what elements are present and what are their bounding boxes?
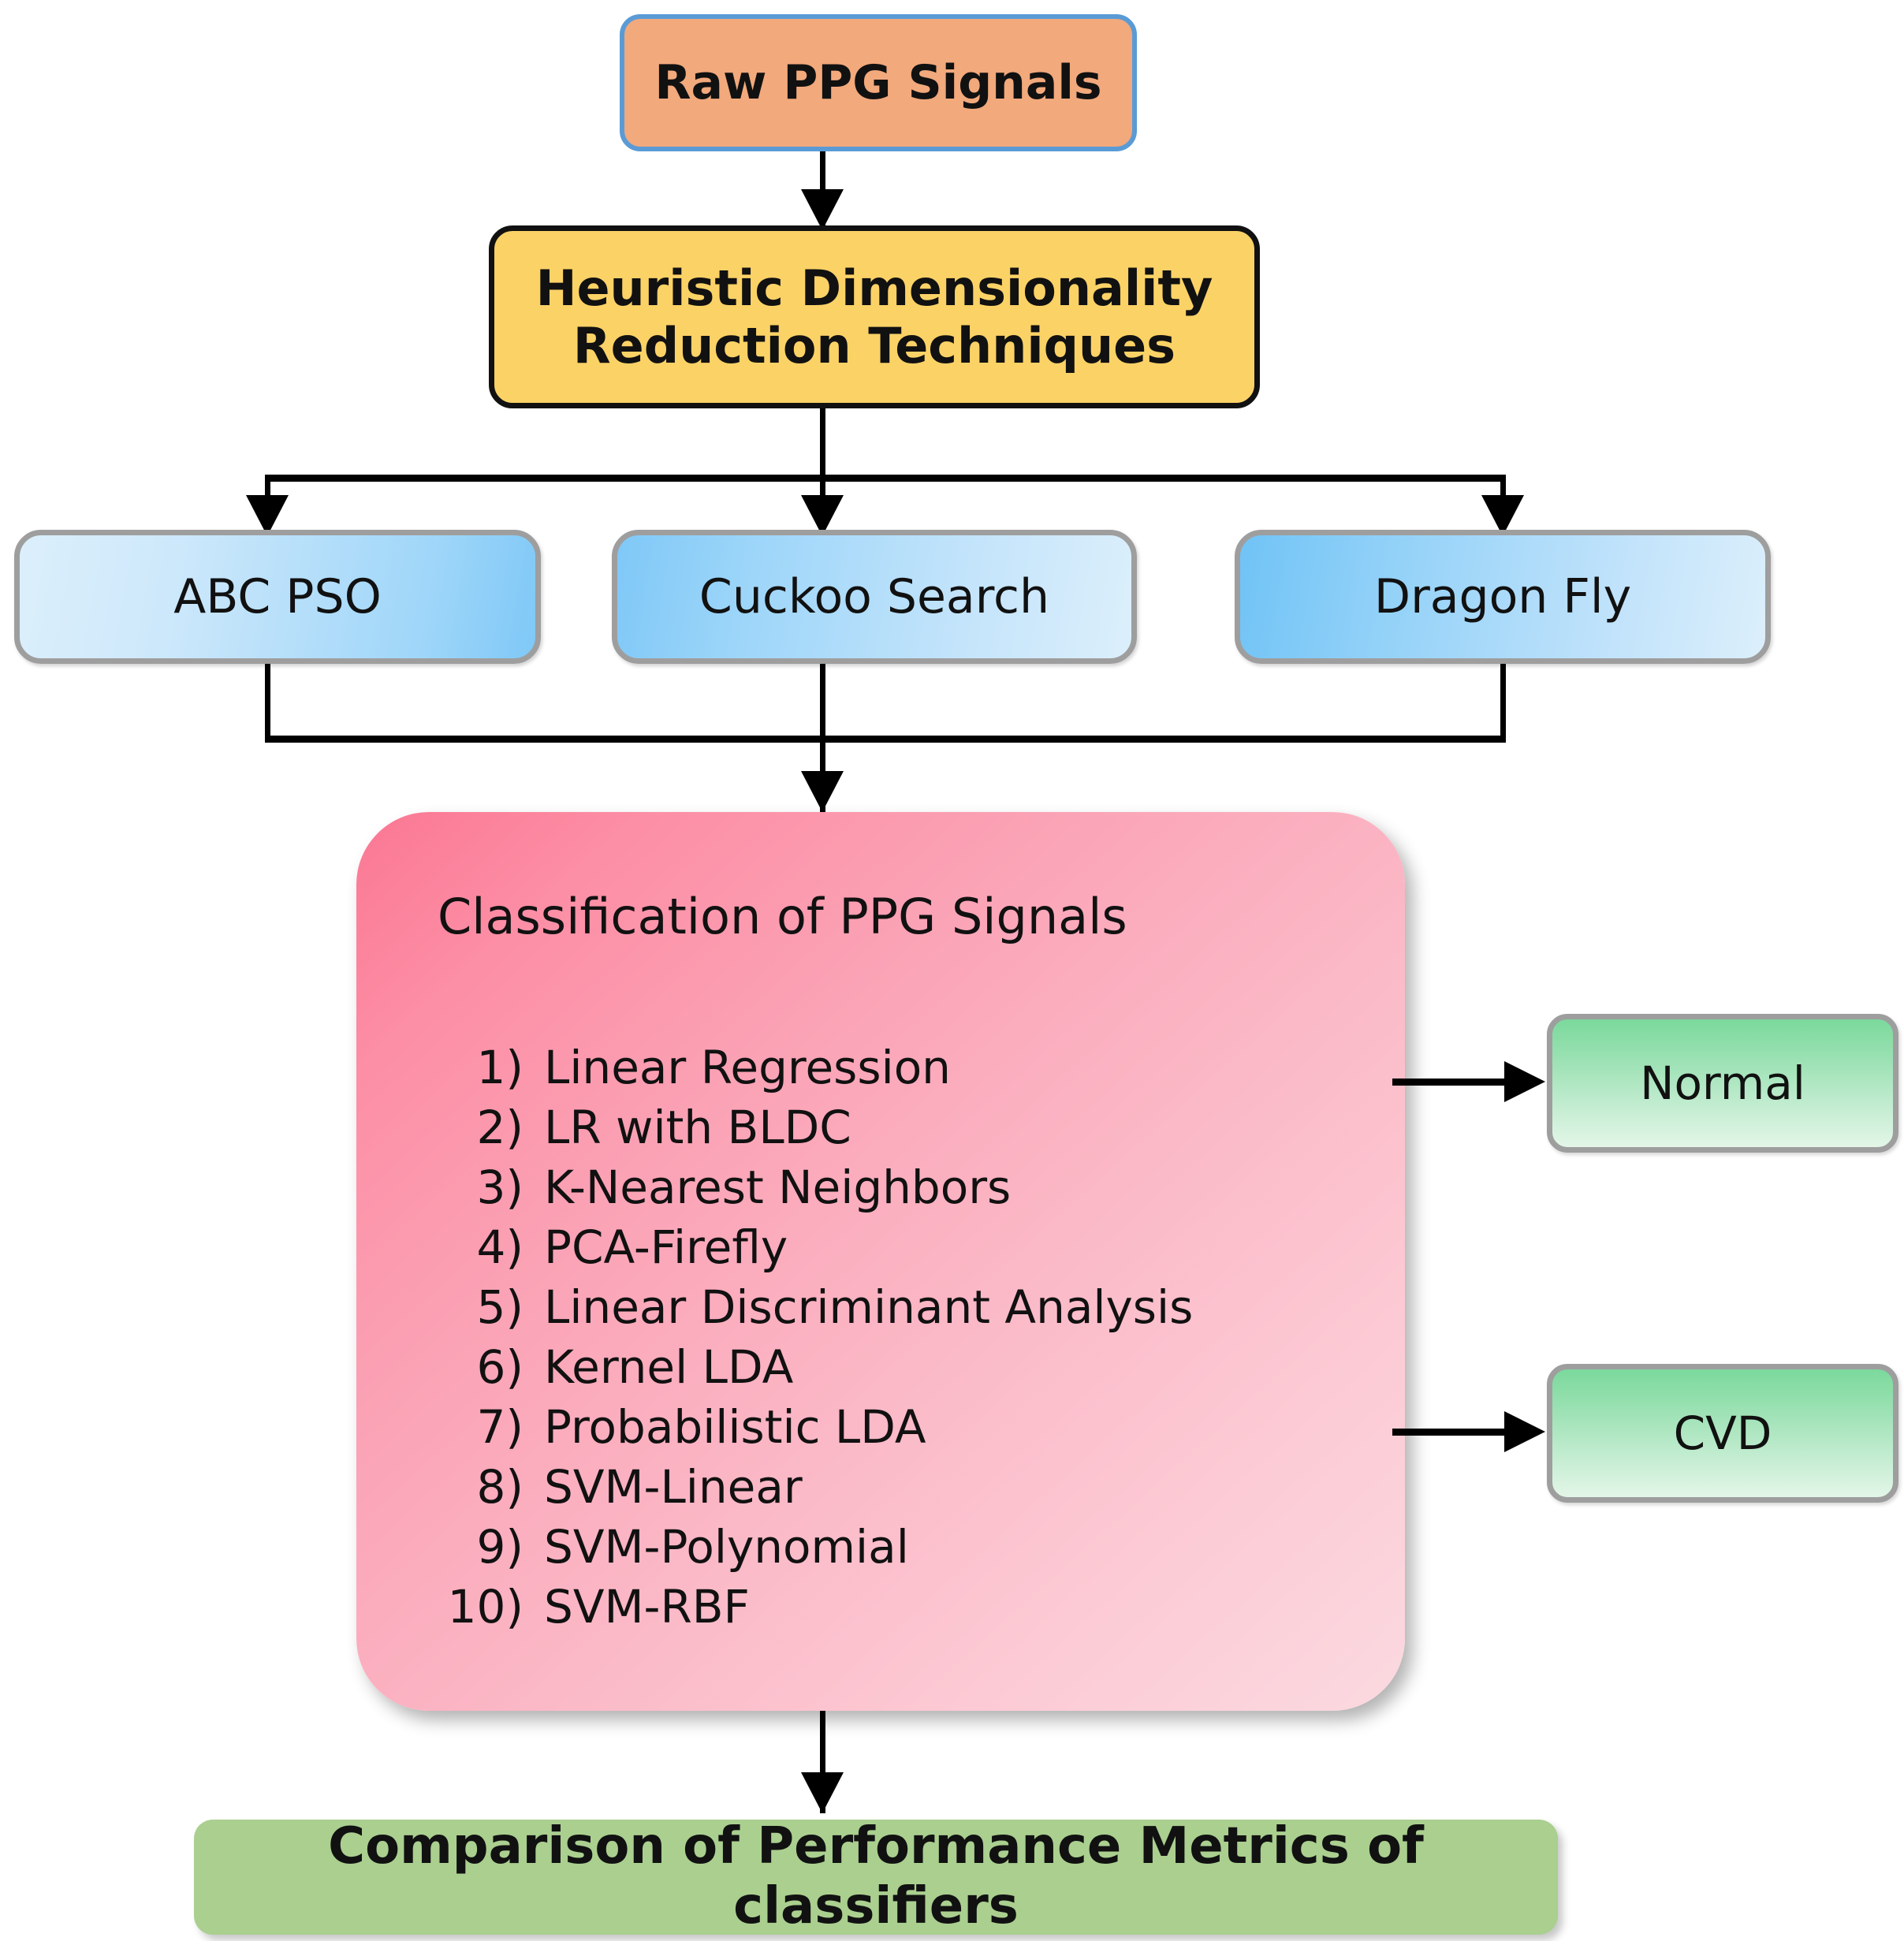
list-item-label: Probabilistic LDA xyxy=(544,1400,926,1454)
node-cuckoo-search[interactable]: Cuckoo Search xyxy=(612,530,1137,664)
list-item: 6) Kernel LDA xyxy=(356,1340,1405,1400)
connector-branch-arrowhead-left xyxy=(246,495,289,536)
connector-merge-bar xyxy=(265,736,1506,743)
connector-classification-to-cvd-line xyxy=(1392,1429,1509,1436)
connector-classification-to-comparison-line xyxy=(820,1711,825,1813)
node-cuckoo-search-label: Cuckoo Search xyxy=(699,568,1050,624)
list-item-label: PCA-Firefly xyxy=(544,1220,788,1274)
list-item-number: 1) xyxy=(476,1041,524,1094)
node-dragon-fly-label: Dragon Fly xyxy=(1373,568,1632,624)
connector-merge-riser-left xyxy=(265,664,270,743)
connector-branch-arrowhead-center xyxy=(801,495,844,536)
connector-classification-to-normal-line xyxy=(1392,1079,1509,1086)
list-item: 2) LR with BLDC xyxy=(356,1101,1405,1161)
connector-classification-to-cvd-arrowhead xyxy=(1504,1411,1545,1452)
connector-classification-to-comparison-arrowhead xyxy=(801,1772,844,1813)
node-heuristic-dimensionality-reduction[interactable]: Heuristic Dimensionality Reduction Techn… xyxy=(489,225,1260,408)
list-item-label: SVM-RBF xyxy=(544,1580,750,1634)
connector-raw-to-heuristic-arrowhead xyxy=(801,189,844,230)
connector-merge-riser-center xyxy=(820,664,825,743)
list-item-label: K-Nearest Neighbors xyxy=(544,1161,1012,1214)
list-item-label: Linear Discriminant Analysis xyxy=(544,1280,1194,1334)
node-outcome-normal-label: Normal xyxy=(1640,1056,1805,1110)
list-item-number: 8) xyxy=(476,1460,524,1514)
list-item-label: Kernel LDA xyxy=(544,1340,794,1394)
node-comparison-of-performance-metrics[interactable]: Comparison of Performance Metrics of cla… xyxy=(194,1817,1558,1935)
connector-branch-bar xyxy=(265,475,1506,482)
list-item-number: 9) xyxy=(476,1520,524,1574)
classifier-list: 1) Linear Regression 2) LR with BLDC 3) … xyxy=(356,1041,1405,1640)
list-item-number: 6) xyxy=(476,1340,524,1394)
list-item: 5) Linear Discriminant Analysis xyxy=(356,1280,1405,1340)
list-item-number: 7) xyxy=(476,1400,524,1454)
connector-classification-to-normal-arrowhead xyxy=(1504,1061,1545,1102)
list-item-label: SVM-Linear xyxy=(544,1460,803,1514)
connector-merge-arrowhead xyxy=(801,771,844,812)
connector-branch-stem xyxy=(820,408,825,481)
list-item: 7) Probabilistic LDA xyxy=(356,1400,1405,1460)
node-heuristic-label-line2: Reduction Techniques xyxy=(572,317,1176,374)
node-outcome-cvd-label: CVD xyxy=(1673,1406,1772,1460)
node-outcome-normal[interactable]: Normal xyxy=(1547,1014,1898,1153)
node-raw-ppg-signals[interactable]: Raw PPG Signals xyxy=(620,14,1137,151)
list-item-number: 4) xyxy=(476,1220,524,1274)
list-item: 8) SVM-Linear xyxy=(356,1460,1405,1520)
node-comparison-label: Comparison of Performance Metrics of cla… xyxy=(328,1817,1424,1935)
node-dragon-fly[interactable]: Dragon Fly xyxy=(1235,530,1771,664)
list-item-label: LR with BLDC xyxy=(544,1101,851,1154)
list-item: 3) K-Nearest Neighbors xyxy=(356,1161,1405,1220)
node-classification-of-ppg-signals[interactable]: Classification of PPG Signals 1) Linear … xyxy=(356,812,1405,1711)
list-item: 1) Linear Regression xyxy=(356,1041,1405,1101)
node-abc-pso[interactable]: ABC PSO xyxy=(14,530,541,664)
list-item: 9) SVM-Polynomial xyxy=(356,1520,1405,1580)
list-item: 4) PCA-Firefly xyxy=(356,1220,1405,1280)
node-raw-ppg-signals-label: Raw PPG Signals xyxy=(654,54,1102,110)
list-item-number: 5) xyxy=(476,1280,524,1334)
list-item-label: SVM-Polynomial xyxy=(544,1520,909,1574)
list-item-label: Linear Regression xyxy=(544,1041,951,1094)
node-abc-pso-label: ABC PSO xyxy=(173,568,382,624)
list-item-number: 3) xyxy=(476,1161,524,1214)
list-item-number: 10) xyxy=(447,1580,524,1634)
list-item-number: 2) xyxy=(476,1101,524,1154)
node-heuristic-label-line1: Heuristic Dimensionality xyxy=(535,259,1213,317)
connector-merge-riser-right xyxy=(1500,664,1506,743)
node-outcome-cvd[interactable]: CVD xyxy=(1547,1364,1898,1503)
classification-panel-title: Classification of PPG Signals xyxy=(438,888,1127,945)
list-item: 10) SVM-RBF xyxy=(356,1580,1405,1640)
connector-branch-arrowhead-right xyxy=(1481,495,1524,536)
